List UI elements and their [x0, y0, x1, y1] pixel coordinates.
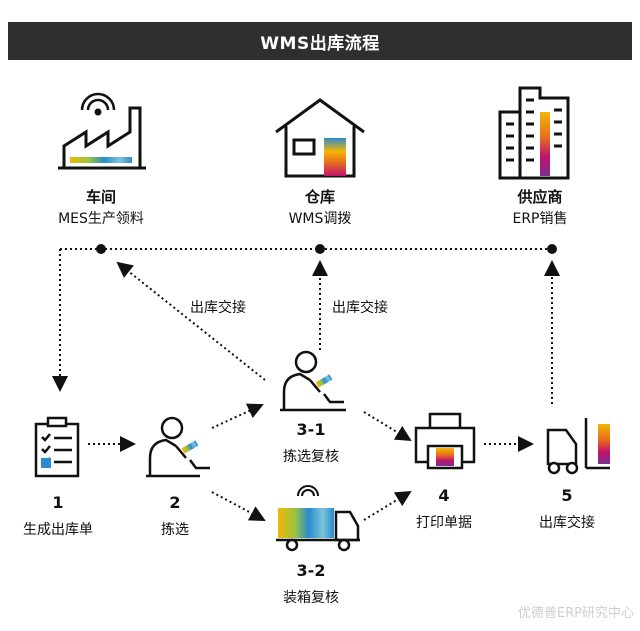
step-label: 拣选复核 [283, 449, 339, 465]
watermark: 优德普ERP研究中心 [517, 606, 634, 621]
step-number: 3-1 [296, 420, 326, 439]
step-label: 装箱复核 [283, 590, 339, 606]
checker-person-icon [280, 350, 346, 412]
printed-document [436, 448, 454, 466]
supplier-node [547, 244, 557, 254]
arrow-32-to-4 [363, 490, 412, 521]
step-number: 5 [561, 486, 573, 505]
supplier-building-icon [498, 86, 570, 180]
step-label: 出库交接 [539, 515, 595, 531]
node-title: 供应商 [517, 188, 563, 206]
picker-person-icon [146, 416, 210, 478]
node-subtitle: ERP销售 [512, 211, 568, 227]
node-workshop: 车间 MES生产领料 [31, 186, 171, 230]
step-number: 1 [52, 493, 64, 512]
forklift-icon [546, 418, 610, 475]
edge-label-to-workshop: 出库交接 [190, 300, 246, 316]
arrow-2-to-32 [211, 491, 266, 521]
diagram-title: WMS出库流程 [8, 22, 632, 60]
step-number: 2 [169, 493, 181, 512]
node-warehouse: 仓库 WMS调拨 [250, 186, 390, 230]
scanner-icon [315, 374, 333, 388]
scanner-icon [181, 440, 199, 454]
checklist-color-mark [41, 458, 51, 468]
edge-label-to-warehouse: 出库交接 [332, 300, 388, 316]
truck-icon [276, 485, 360, 552]
warehouse-icon [275, 98, 365, 178]
arrow-31-to-4 [363, 411, 412, 442]
node-title: 仓库 [304, 188, 335, 206]
factory-stripe [70, 157, 132, 163]
workshop-node [96, 244, 106, 254]
supplier-stripe [540, 112, 550, 176]
factory-icon [58, 92, 146, 170]
step-number: 3-2 [296, 561, 326, 580]
step-label: 拣选 [161, 522, 189, 538]
node-supplier: 供应商 ERP销售 [470, 186, 610, 230]
step-number: 4 [438, 486, 450, 505]
step-label: 打印单据 [416, 515, 472, 531]
arrow-2-to-31 [211, 403, 264, 429]
warehouse-node [315, 244, 325, 254]
node-subtitle: WMS调拨 [288, 211, 352, 227]
warehouse-stripe [324, 138, 346, 176]
forklift-load [598, 424, 610, 464]
node-subtitle: MES生产领料 [58, 211, 144, 227]
arrow-31-to-workshop [116, 261, 266, 381]
step-label: 生成出库单 [23, 522, 93, 538]
node-title: 车间 [85, 188, 116, 206]
